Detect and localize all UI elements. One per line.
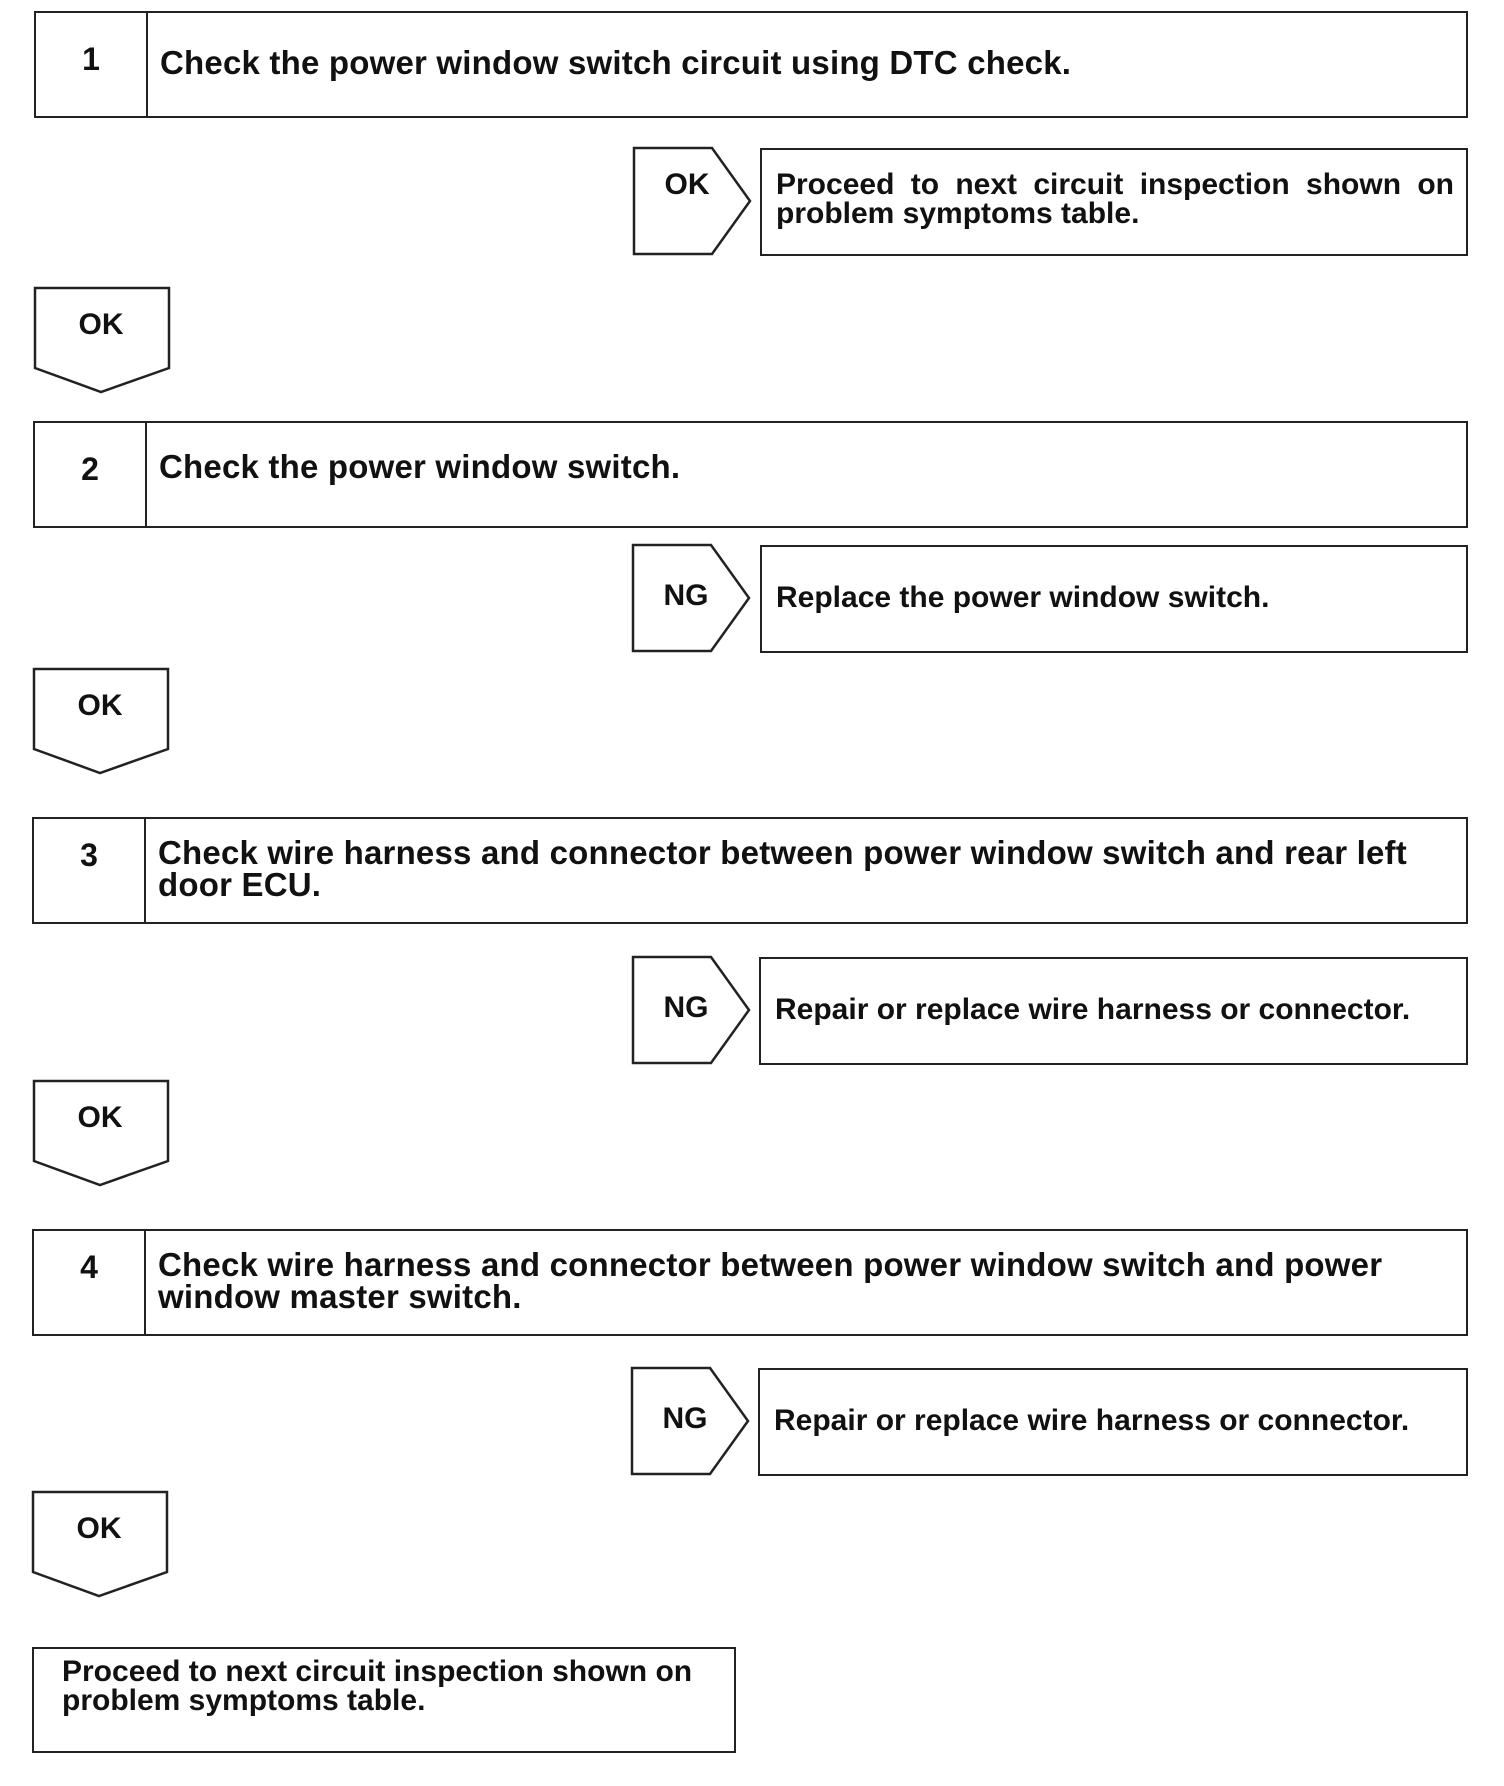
branch-3-result: Repair or replace wire harness or connec…	[759, 957, 1468, 1065]
down-1-badge: OK	[33, 286, 173, 396]
branch-1-result: Proceed to next circuit inspection shown…	[760, 148, 1468, 256]
branch-1-badge: OK	[632, 146, 754, 256]
step-text: Check the power window switch circuit us…	[160, 44, 1072, 81]
branch-4-result: Repair or replace wire harness or connec…	[758, 1368, 1468, 1476]
branch-label: OK	[664, 168, 710, 201]
branch-3-badge: NG	[631, 955, 753, 1065]
final-result-box: Proceed to next circuit inspection shown…	[32, 1647, 736, 1753]
step-number: 1	[36, 13, 148, 116]
step-3-box: 3 Check wire harness and connector betwe…	[32, 817, 1468, 924]
step-text: Check the power window switch.	[159, 448, 681, 485]
step-number: 3	[34, 819, 146, 922]
step-4-box: 4 Check wire harness and connector betwe…	[32, 1229, 1468, 1336]
branch-2-result: Replace the power window switch.	[760, 545, 1468, 653]
step-2-box: 2 Check the power window switch.	[33, 421, 1468, 528]
step-number: 4	[34, 1231, 146, 1334]
down-label: OK	[77, 689, 123, 722]
branch-2-badge: NG	[631, 543, 753, 653]
step-number: 2	[35, 423, 147, 526]
down-label: OK	[77, 1101, 123, 1134]
down-4-badge: OK	[31, 1490, 171, 1600]
down-label: OK	[76, 1512, 122, 1545]
branch-label: NG	[662, 1402, 708, 1435]
down-3-badge: OK	[32, 1079, 172, 1189]
branch-4-badge: NG	[630, 1366, 752, 1476]
step-text: Check wire harness and connector between…	[158, 1246, 1383, 1315]
branch-label: NG	[663, 579, 709, 612]
step-1-box: 1 Check the power window switch circuit …	[34, 11, 1468, 118]
down-2-badge: OK	[32, 667, 172, 777]
branch-label: NG	[663, 991, 709, 1024]
step-text: Check wire harness and connector between…	[158, 834, 1407, 903]
down-label: OK	[78, 308, 124, 341]
